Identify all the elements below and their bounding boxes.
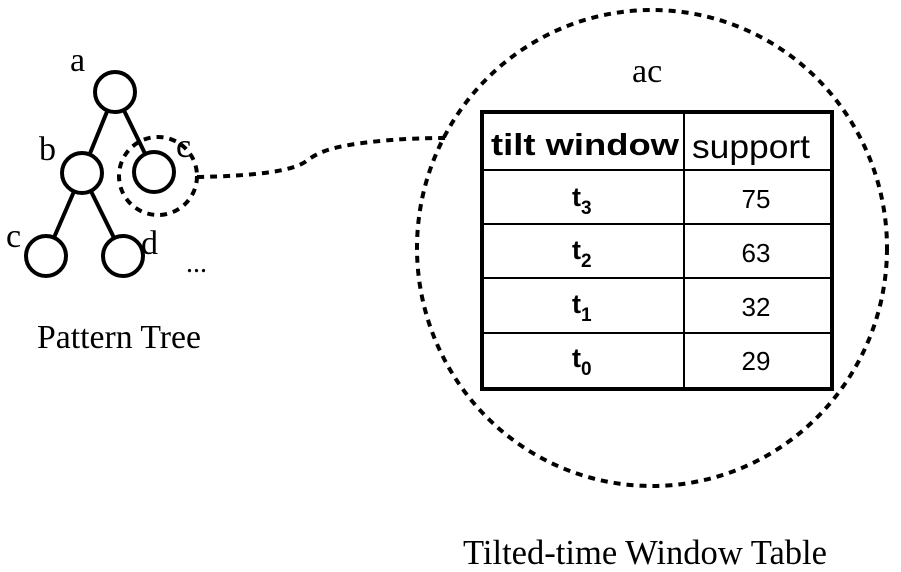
tree-node-b	[60, 151, 104, 195]
window-label: t	[572, 289, 581, 319]
tree-node-label: b	[39, 131, 56, 168]
table-caption: Tilted-time Window Table	[463, 533, 827, 572]
magnifier-ellipse	[415, 8, 889, 488]
table-cell-support: 75	[742, 184, 771, 214]
table-cell-support: 63	[742, 238, 771, 268]
table-header-tilt-window: tilt window	[491, 127, 680, 162]
table-cell-support: 29	[742, 346, 771, 376]
table-cell-window: t3	[572, 182, 592, 219]
table-header-support: support	[692, 128, 810, 165]
tree-node-label: a	[70, 42, 85, 79]
window-table: tilt window support t3 75 t2 63 t1 32 t0…	[480, 110, 834, 391]
tree-node-d	[101, 234, 145, 278]
window-subscript: 1	[581, 305, 592, 326]
table-cell-support: 32	[742, 292, 771, 322]
tree-node-c-right	[132, 150, 176, 194]
tree-node-c-left	[24, 234, 68, 278]
window-subscript: 3	[581, 198, 592, 219]
window-subscript: 0	[581, 359, 592, 380]
pattern-label: ac	[632, 53, 662, 90]
tree-ellipsis: ...	[186, 248, 207, 279]
window-label: t	[572, 182, 581, 212]
window-label: t	[572, 343, 581, 373]
tree-node-label: d	[141, 225, 158, 262]
pattern-tree-caption: Pattern Tree	[37, 319, 201, 356]
table-border	[480, 110, 834, 391]
tree-node-label: c	[6, 218, 21, 255]
table-cell-window: t1	[572, 289, 592, 326]
window-subscript: 2	[581, 251, 592, 272]
tree-node-a	[93, 70, 137, 114]
window-label: t	[572, 235, 581, 265]
table-cell-window: t0	[572, 343, 592, 380]
magnify-connector	[196, 136, 449, 179]
tree-nodes	[24, 70, 176, 278]
table-cell-window: t2	[572, 235, 592, 272]
